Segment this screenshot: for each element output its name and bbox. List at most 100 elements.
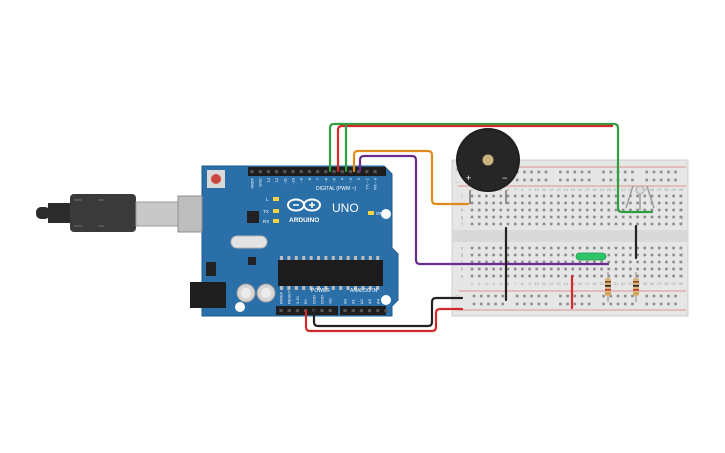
breadboard-hole[interactable] <box>528 194 531 198</box>
breadboard-hole[interactable] <box>679 222 683 226</box>
breadboard-hole[interactable] <box>571 215 575 219</box>
breadboard-hole[interactable] <box>530 170 533 174</box>
breadboard-hole[interactable] <box>629 222 632 226</box>
breadboard-hole[interactable] <box>578 201 582 205</box>
breadboard-hole[interactable] <box>573 302 577 306</box>
breadboard-hole[interactable] <box>528 222 531 226</box>
breadboard-hole[interactable] <box>623 170 627 174</box>
breadboard-hole[interactable] <box>477 201 481 205</box>
breadboard-hole[interactable] <box>643 201 647 205</box>
breadboard-hole[interactable] <box>544 294 548 298</box>
breadboard-hole[interactable] <box>621 267 625 271</box>
breadboard-hole[interactable] <box>487 302 490 306</box>
wire-orange-pin4[interactable] <box>352 149 470 206</box>
analog-pin-hole[interactable] <box>343 309 347 313</box>
breadboard-hole[interactable] <box>485 274 488 278</box>
breadboard-hole[interactable] <box>600 222 603 226</box>
wire-red-pin6[interactable] <box>336 124 614 173</box>
breadboard-hole[interactable] <box>492 253 495 257</box>
breadboard-hole[interactable] <box>564 253 567 257</box>
breadboard-hole[interactable] <box>571 201 575 205</box>
breadboard-hole[interactable] <box>506 208 510 212</box>
breadboard-hole[interactable] <box>557 274 560 278</box>
breadboard-hole[interactable] <box>616 302 620 306</box>
breadboard-hole[interactable] <box>485 201 488 205</box>
breadboard-hole[interactable] <box>487 294 490 298</box>
wire-red-5v[interactable] <box>304 307 464 333</box>
breadboard-hole[interactable] <box>672 267 675 271</box>
breadboard-hole[interactable] <box>672 246 675 250</box>
breadboard-hole[interactable] <box>667 178 670 182</box>
digital-pin-hole[interactable] <box>373 170 377 174</box>
breadboard-hole[interactable] <box>679 253 683 257</box>
breadboard-hole[interactable] <box>650 194 654 198</box>
breadboard-hole[interactable] <box>679 208 683 212</box>
breadboard-hole[interactable] <box>513 194 517 198</box>
usb-cable[interactable] <box>36 194 203 232</box>
breadboard-hole[interactable] <box>623 178 627 182</box>
breadboard-hole[interactable] <box>602 302 605 306</box>
breadboard-hole[interactable] <box>580 178 584 182</box>
breadboard-hole[interactable] <box>657 253 661 257</box>
breadboard-hole[interactable] <box>609 178 613 182</box>
analog-pin-hole[interactable] <box>384 309 388 313</box>
breadboard-hole[interactable] <box>665 222 668 226</box>
breadboard-hole[interactable] <box>607 274 611 278</box>
breadboard-hole[interactable] <box>557 194 560 198</box>
breadboard-hole[interactable] <box>672 201 675 205</box>
breadboard-hole[interactable] <box>530 294 533 298</box>
breadboard-hole[interactable] <box>501 302 505 306</box>
breadboard-hole[interactable] <box>650 253 654 257</box>
breadboard-hole[interactable] <box>679 267 683 271</box>
breadboard-hole[interactable] <box>609 170 613 174</box>
breadboard-hole[interactable] <box>614 215 618 219</box>
breadboard-hole[interactable] <box>535 222 539 226</box>
digital-pin-hole[interactable] <box>250 170 254 174</box>
breadboard-hole[interactable] <box>513 208 517 212</box>
breadboard-hole[interactable] <box>549 260 553 264</box>
breadboard-hole[interactable] <box>636 222 639 226</box>
breadboard-hole[interactable] <box>593 260 596 264</box>
breadboard-hole[interactable] <box>499 215 503 219</box>
breadboard-hole[interactable] <box>614 246 618 250</box>
digital-pin-hole[interactable] <box>283 170 287 174</box>
breadboard-hole[interactable] <box>578 246 582 250</box>
breadboard-hole[interactable] <box>566 170 569 174</box>
digital-pin-hole[interactable] <box>258 170 262 174</box>
breadboard-hole[interactable] <box>557 253 560 257</box>
resistor-1[interactable] <box>605 272 611 302</box>
breadboard-hole[interactable] <box>528 267 531 271</box>
digital-pin-hole[interactable] <box>266 170 270 174</box>
breadboard-hole[interactable] <box>472 302 476 306</box>
breadboard-hole[interactable] <box>564 246 567 250</box>
breadboard-hole[interactable] <box>616 294 620 298</box>
analog-pin-hole[interactable] <box>368 309 372 313</box>
breadboard-hole[interactable] <box>587 178 591 182</box>
breadboard-hole[interactable] <box>643 267 647 271</box>
breadboard-hole[interactable] <box>652 302 656 306</box>
breadboard-hole[interactable] <box>665 194 668 198</box>
breadboard-hole[interactable] <box>585 222 589 226</box>
breadboard-hole[interactable] <box>535 246 539 250</box>
breadboard-hole[interactable] <box>557 260 560 264</box>
breadboard-hole[interactable] <box>549 215 553 219</box>
breadboard-hole[interactable] <box>643 222 647 226</box>
breadboard-hole[interactable] <box>571 194 575 198</box>
breadboard-hole[interactable] <box>523 170 526 174</box>
breadboard-hole[interactable] <box>513 267 517 271</box>
breadboard-hole[interactable] <box>593 215 596 219</box>
breadboard-hole[interactable] <box>672 194 675 198</box>
breadboard-hole[interactable] <box>607 267 611 271</box>
breadboard-hole[interactable] <box>585 246 589 250</box>
breadboard-hole[interactable] <box>650 215 654 219</box>
breadboard-hole[interactable] <box>593 194 596 198</box>
breadboard-hole[interactable] <box>542 253 546 257</box>
breadboard-hole[interactable] <box>513 215 517 219</box>
breadboard-hole[interactable] <box>528 215 531 219</box>
breadboard-hole[interactable] <box>607 208 611 212</box>
breadboard-hole[interactable] <box>679 274 683 278</box>
breadboard-hole[interactable] <box>636 194 639 198</box>
digital-pin-hole[interactable] <box>340 170 344 174</box>
breadboard-hole[interactable] <box>477 274 481 278</box>
breadboard-hole[interactable] <box>607 246 611 250</box>
